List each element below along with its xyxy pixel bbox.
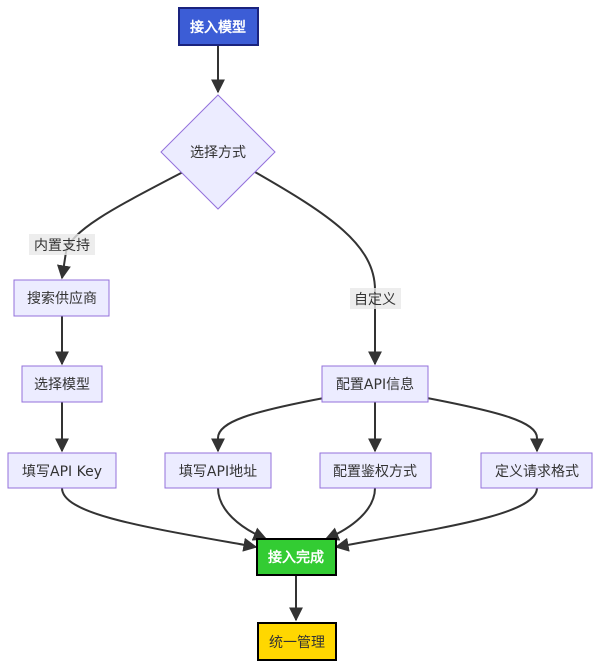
- node-search-provider-label: 搜索供应商: [27, 290, 97, 307]
- edge-define-request-to-complete: [334, 487, 538, 552]
- edge-fill-api-key-to-complete: [61, 487, 258, 552]
- edge-decision-to-config-api: [254, 171, 382, 366]
- node-fill-api-address-label: 填写API地址: [179, 464, 257, 480]
- edge-label-custom: 自定义: [350, 288, 401, 309]
- edge-config-auth-to-complete: [324, 487, 376, 541]
- node-define-request-format-label: 定义请求格式: [495, 464, 579, 480]
- node-select-model-label: 选择模型: [34, 377, 90, 393]
- node-start: 接入模型: [178, 7, 259, 46]
- edge-label-builtin-text: 内置支持: [34, 238, 90, 254]
- node-config-auth-label: 配置鉴权方式: [333, 464, 417, 480]
- node-fill-api-key-label: 填写API Key: [22, 464, 102, 480]
- node-manage: 统一管理: [257, 622, 337, 661]
- edge-label-builtin: 内置支持: [29, 234, 95, 255]
- node-decision-label: 选择方式: [190, 145, 246, 161]
- edge-label-custom-text: 自定义: [354, 292, 396, 308]
- node-config-api-info: 配置API信息: [321, 365, 429, 403]
- node-define-request-format: 定义请求格式: [480, 452, 593, 489]
- edge-config-api-to-define-request: [426, 397, 544, 453]
- edge-decision-to-search-provider: [56, 171, 184, 280]
- node-search-provider: 搜索供应商: [13, 279, 110, 317]
- edges: [55, 45, 544, 622]
- node-manage-label: 统一管理: [269, 635, 325, 651]
- node-complete: 接入完成: [256, 538, 337, 576]
- node-select-model: 选择模型: [21, 365, 103, 403]
- node-start-label: 接入模型: [190, 19, 246, 36]
- node-config-api-info-label: 配置API信息: [336, 376, 414, 393]
- node-complete-label: 接入完成: [268, 549, 324, 566]
- node-decision: 选择方式: [160, 94, 276, 210]
- node-fill-api-address: 填写API地址: [164, 452, 272, 489]
- node-config-auth: 配置鉴权方式: [319, 452, 432, 489]
- node-fill-api-key: 填写API Key: [7, 452, 117, 489]
- edge-fill-api-address-to-complete: [217, 487, 268, 541]
- edge-config-api-to-fill-api-address: [211, 397, 325, 453]
